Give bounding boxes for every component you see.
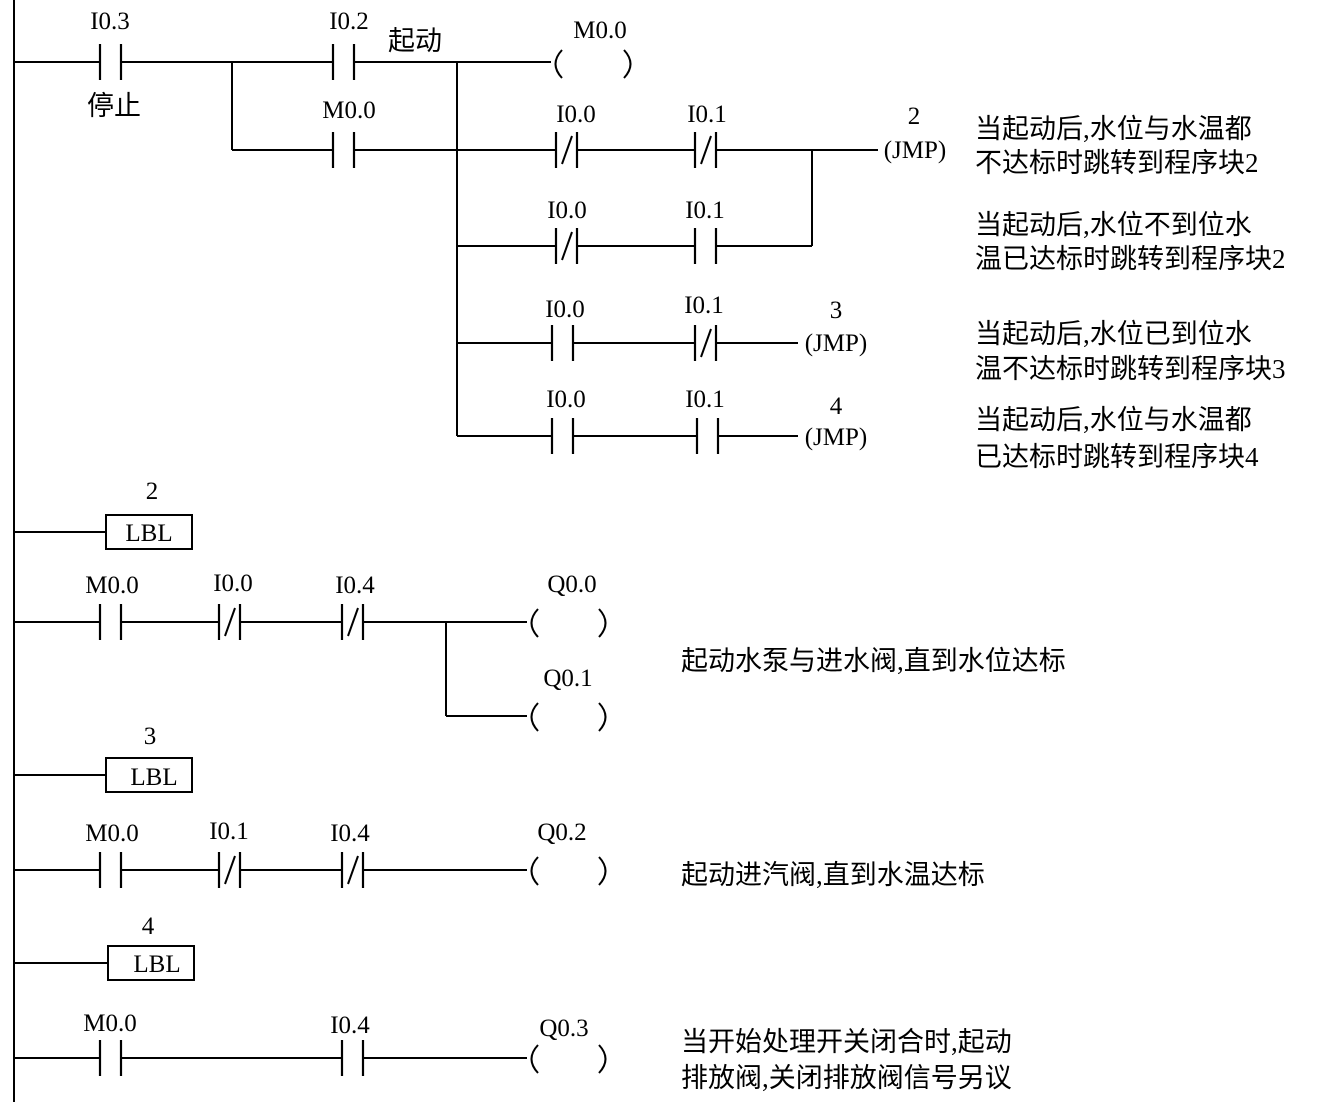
coil-m00[interactable]: M0.0 (554, 17, 632, 79)
contact-address: I0.4 (335, 572, 375, 599)
contact-address: I0.4 (330, 820, 370, 847)
note-line: 不达标时跳转到程序块2 (975, 148, 1259, 178)
rung-start-stop: I0.3 停止 I0.2 起动 M0.0 M0.0 I0.0 (14, 8, 946, 454)
contact-l3-i01[interactable]: I0.1 (209, 818, 249, 888)
contact-address: I0.0 (556, 101, 596, 128)
jmp-target: 3 (830, 297, 843, 324)
contact-i03-stop[interactable]: I0.3 停止 (87, 8, 141, 121)
contact-l4-m00[interactable]: M0.0 (83, 1010, 137, 1076)
note-branch-2: 当起动后,水位不到位水 温已达标时跳转到程序块2 (975, 210, 1286, 274)
note-line: 已达标时跳转到程序块4 (975, 442, 1259, 472)
note-line: 当起动后,水位不到位水 (975, 210, 1252, 240)
contact-r3-i01[interactable]: I0.1 (684, 292, 724, 361)
contact-address: I0.1 (687, 101, 727, 128)
jmp-block2[interactable]: 2 (JMP) (884, 103, 947, 164)
coil-address: Q0.2 (537, 819, 586, 846)
note-pump-inlet: 起动水泵与进水阀,直到水位达标 (681, 646, 1066, 676)
label-block2[interactable]: 2 LBL (14, 478, 193, 550)
note-branch-3: 当起动后,水位已到位水 温不达标时跳转到程序块3 (975, 319, 1286, 384)
note-line: 当起动后,水位已到位水 (975, 319, 1252, 349)
label-block3[interactable]: 3 LBL (14, 723, 193, 793)
coil-q00[interactable]: Q0.0 (530, 571, 607, 638)
contact-m00-hold[interactable]: M0.0 (322, 97, 376, 168)
note-line: 当起动后,水位与水温都 (975, 405, 1252, 435)
contact-r2-i00[interactable]: I0.0 (547, 197, 587, 264)
note-line: 温已达标时跳转到程序块2 (975, 244, 1286, 274)
jmp-block4[interactable]: 4 (JMP) (805, 393, 868, 451)
contact-address: I0.4 (330, 1012, 370, 1039)
contact-caption: 停止 (87, 91, 141, 121)
coil-q02[interactable]: Q0.2 (530, 819, 607, 886)
contact-address: I0.1 (685, 386, 725, 413)
contact-l2-m00[interactable]: M0.0 (85, 572, 139, 640)
note-line: 排放阀,关闭排放阀信号另议 (681, 1063, 1012, 1093)
contact-r4-i00[interactable]: I0.0 (546, 386, 586, 454)
contact-caption: 起动 (388, 26, 442, 56)
label-number: 4 (142, 913, 155, 940)
contact-address: I0.1 (209, 818, 249, 845)
contact-r4-i01[interactable]: I0.1 (685, 386, 725, 454)
label-number: 3 (144, 723, 157, 750)
note-line: 当开始处理开关闭合时,起动 (681, 1027, 1012, 1057)
contact-address: M0.0 (322, 97, 375, 124)
contact-r1-i01[interactable]: I0.1 (687, 101, 727, 168)
contact-address: I0.1 (684, 292, 724, 319)
note-drain-valve: 当开始处理开关闭合时,起动 排放阀,关闭排放阀信号另议 (681, 1027, 1012, 1093)
rung-drain-valve: M0.0 I0.4 Q0.3 (14, 1010, 607, 1076)
note-line: 温不达标时跳转到程序块3 (975, 354, 1286, 384)
coil-q03[interactable]: Q0.3 (530, 1015, 607, 1074)
coil-q01[interactable]: Q0.1 (530, 665, 607, 732)
rung-pump-inlet: M0.0 I0.0 I0.4 Q0.0 Q0.1 (14, 570, 607, 732)
contact-address: I0.0 (547, 197, 587, 224)
contact-address: I0.0 (546, 386, 586, 413)
jmp-text: (JMP) (805, 330, 868, 357)
contact-address: M0.0 (85, 820, 138, 847)
contact-l3-i04[interactable]: I0.4 (330, 820, 370, 888)
label-text: LBL (125, 520, 172, 547)
contact-address: M0.0 (85, 572, 138, 599)
contact-l3-m00[interactable]: M0.0 (85, 820, 139, 888)
contact-l2-i04[interactable]: I0.4 (335, 572, 375, 640)
label-block4[interactable]: 4 LBL (14, 913, 195, 981)
contact-r3-i00[interactable]: I0.0 (545, 296, 585, 361)
contact-address: I0.0 (213, 570, 253, 597)
label-text: LBL (133, 951, 180, 978)
jmp-target: 4 (830, 393, 843, 420)
label-text: LBL (130, 764, 177, 791)
contact-address: I0.0 (545, 296, 585, 323)
contact-l4-i04[interactable]: I0.4 (330, 1012, 370, 1076)
note-branch-1: 当起动后,水位与水温都 不达标时跳转到程序块2 (975, 114, 1259, 178)
contact-r1-i00[interactable]: I0.0 (554, 101, 596, 168)
contact-l2-i00[interactable]: I0.0 (213, 570, 253, 640)
note-line: 当起动后,水位与水温都 (975, 114, 1252, 144)
coil-address: Q0.1 (543, 665, 592, 692)
note-steam-valve: 起动进汽阀,直到水温达标 (681, 860, 985, 890)
contact-i02-start[interactable]: I0.2 起动 (329, 8, 442, 80)
contact-address: I0.1 (685, 197, 725, 224)
coil-address: Q0.3 (539, 1015, 588, 1042)
jmp-block3[interactable]: 3 (JMP) (805, 297, 868, 357)
contact-address: I0.3 (90, 8, 130, 35)
rung-steam-valve: M0.0 I0.1 I0.4 Q0.2 (14, 818, 607, 888)
contact-address: I0.2 (329, 8, 369, 35)
jmp-text: (JMP) (805, 424, 868, 451)
contact-r2-i01[interactable]: I0.1 (685, 197, 725, 264)
jmp-target: 2 (908, 103, 921, 130)
contact-address: M0.0 (83, 1010, 136, 1037)
jmp-text: (JMP) (884, 137, 947, 164)
coil-address: Q0.0 (547, 571, 596, 598)
coil-address: M0.0 (573, 17, 626, 44)
label-number: 2 (146, 478, 159, 505)
note-branch-4: 当起动后,水位与水温都 已达标时跳转到程序块4 (975, 405, 1259, 472)
